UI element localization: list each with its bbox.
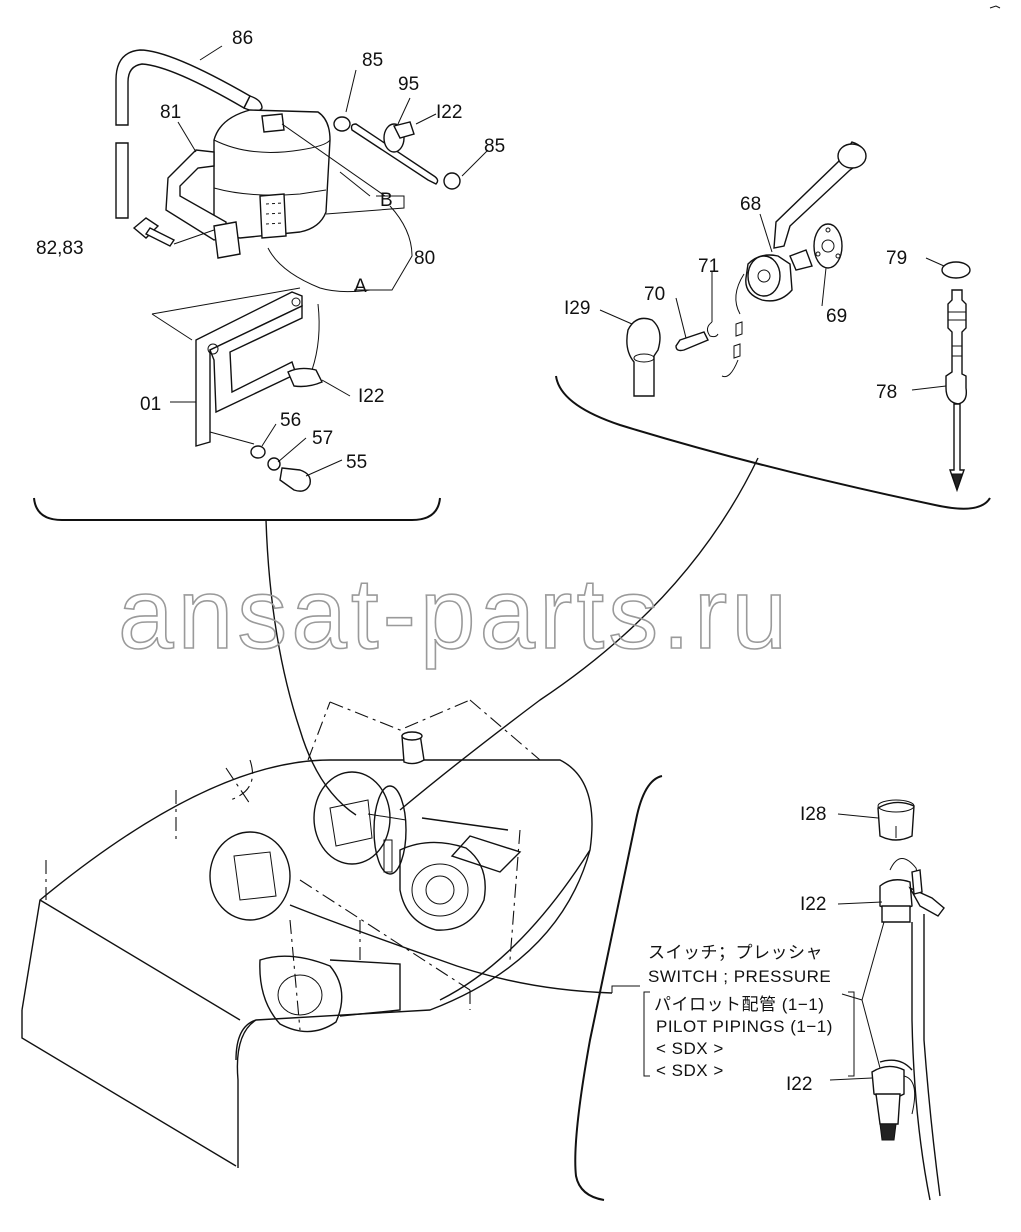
screw-70 [675,331,709,352]
washer-79 [941,261,971,279]
label-95: 95 [398,74,419,95]
tube-95 [350,123,439,185]
label-80: 80 [414,248,435,269]
leaders-top-left [170,45,489,477]
detail-border-bottom-right [574,775,663,1201]
snap-ring-71 [706,321,719,338]
bolt-55 [279,467,311,492]
overview-callout-center [313,771,391,865]
note-pilot-en: PILOT PIPINGS (1−1) [656,1017,833,1036]
clamp-85-left [333,116,351,132]
cap-128 [877,801,915,841]
label-A: A [354,276,367,297]
label-86: 86 [232,28,253,49]
clamp-122-tab [392,121,415,139]
tank-front-edge [213,187,327,196]
note-sdx-1: < SDX > [656,1039,724,1058]
clamp-85-right [443,172,461,190]
label-122-switch-lower: I22 [786,1074,812,1095]
overview-callout-right [373,785,407,875]
label-68: 68 [740,194,761,215]
label-128: I28 [800,804,826,825]
label-85-right: 85 [484,136,505,157]
bracket-tab [213,221,241,259]
label-56: 56 [280,410,301,431]
label-78: 78 [876,382,897,403]
machine-overview [21,699,593,1168]
label-122-top: I22 [436,102,462,123]
tank-top [213,139,331,153]
reference-note: スイッチ；プレッシャ SWITCH ; PRESSURE パイロット配管 (1−… [643,943,855,1080]
wire-A [267,247,371,293]
label-55: 55 [346,452,367,473]
bracket-81 [165,149,227,241]
sender-assembly [721,141,867,378]
overview-callout-left [209,831,291,921]
tank-neck [259,193,287,239]
tank-nozzle [261,113,285,133]
label-122-switch-upper: I22 [800,894,826,915]
note-switch-en: SWITCH ; PRESSURE [648,967,831,986]
label-70: 70 [644,284,665,305]
leaders-bottom-right [611,813,885,1081]
leader-line-bottom-detail [289,904,613,994]
bolt-82-83-leader [173,229,215,245]
sender-face [747,255,781,297]
float [837,143,867,169]
note-pilot-jp: パイロット配管 (1−1) [654,995,824,1014]
gasket-69 [813,223,843,269]
note-switch-jp: スイッチ；プレッシャ [648,943,823,962]
bolt-82-83 [132,217,176,247]
switch-lower [871,1065,905,1099]
hose-86 [115,49,251,126]
label-82-83: 82,83 [36,238,84,259]
labels-top-left: 86 85 95 I22 85 81 B 80 A 82,83 01 I22 5… [36,28,505,473]
label-129: I29 [564,298,590,319]
clamp-122-lower [287,367,323,388]
label-85-left: 85 [362,50,383,71]
washer-56 [250,445,266,459]
reservoir-tank-assembly [115,49,386,259]
watermark-text: ansat-parts.ru [118,558,791,670]
tank-neck-ribs [265,202,283,225]
labels-bottom-right: I28 I22 I22 [786,804,826,1095]
cap-129 [626,317,661,397]
leader-line-left-detail [265,519,357,816]
lockwasher-57 [267,457,281,471]
label-79: 79 [886,248,907,269]
label-122-mid: I22 [358,386,384,407]
label-69: 69 [826,306,847,327]
corner-mark [989,5,1001,9]
dipstick-78 [945,289,968,493]
leader-line-right-detail [399,457,759,811]
labels-top-right: 68 71 70 I29 69 79 78 [564,194,907,403]
hose-86-lower [115,142,129,219]
pressure-switch-assembly [871,799,945,1201]
note-sdx-2: < SDX > [656,1061,724,1080]
wire-down [311,303,320,371]
leaders-top-right [599,213,947,391]
filler-cap [401,733,425,765]
tube-95-assembly [333,116,461,190]
detail-border-top-right [555,375,991,510]
detail-border-top-left [33,497,441,521]
label-71: 71 [698,256,719,277]
label-01: 01 [140,394,161,415]
bracket-01 [151,287,323,447]
label-81: 81 [160,102,181,123]
sender-plug [789,249,813,271]
label-B: B [380,190,393,211]
label-57: 57 [312,428,333,449]
line-to-B [281,123,386,197]
